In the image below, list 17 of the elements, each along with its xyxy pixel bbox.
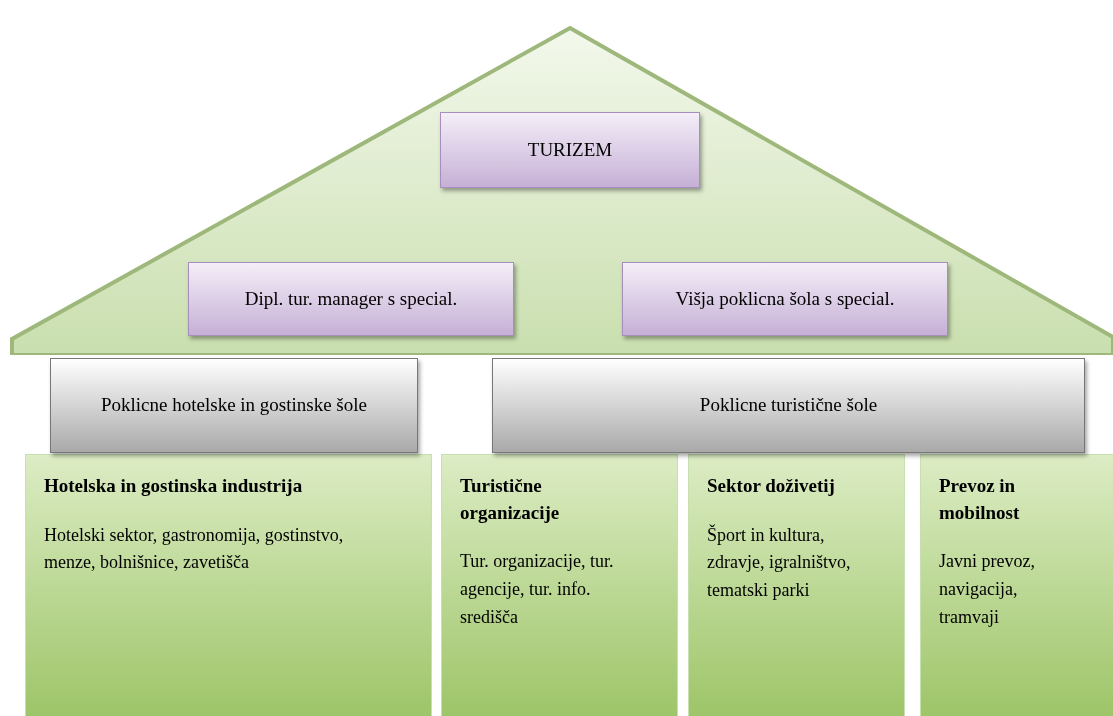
school-box: Poklicne hotelske in gostinske šole — [50, 358, 418, 453]
sector-description: Šport in kultura, zdravje, igralništvo, tematski parki — [707, 523, 852, 603]
sector-pillar — [920, 454, 1113, 716]
sector-heading: Hotelska in gostinska industrija — [44, 474, 304, 498]
sector-pillar — [441, 454, 678, 716]
qualification-box: TURIZEM — [440, 112, 700, 188]
sector-description: Javni prevoz, navigacija, tramvaji — [939, 550, 1036, 629]
school-box: Poklicne turistične šole — [492, 358, 1085, 453]
sector-heading: Turistične organizacije — [460, 474, 561, 525]
qualification-box: Dipl. tur. manager s special. — [188, 262, 514, 336]
sector-description: Hotelski sektor, gastronomija, gostinstvo, menze, bolnišnice, zavetišča — [44, 523, 345, 575]
sector-pillar — [688, 454, 905, 716]
qualification-box: Višja poklicna šola s special. — [622, 262, 948, 336]
sector-description: Tur. organizacije, tur. agencije, tur. info. središča — [460, 550, 615, 629]
sector-heading: Prevoz in mobilnost — [939, 474, 1021, 525]
sector-heading: Sektor doživetij — [707, 474, 836, 498]
sector-pillar — [25, 454, 432, 716]
